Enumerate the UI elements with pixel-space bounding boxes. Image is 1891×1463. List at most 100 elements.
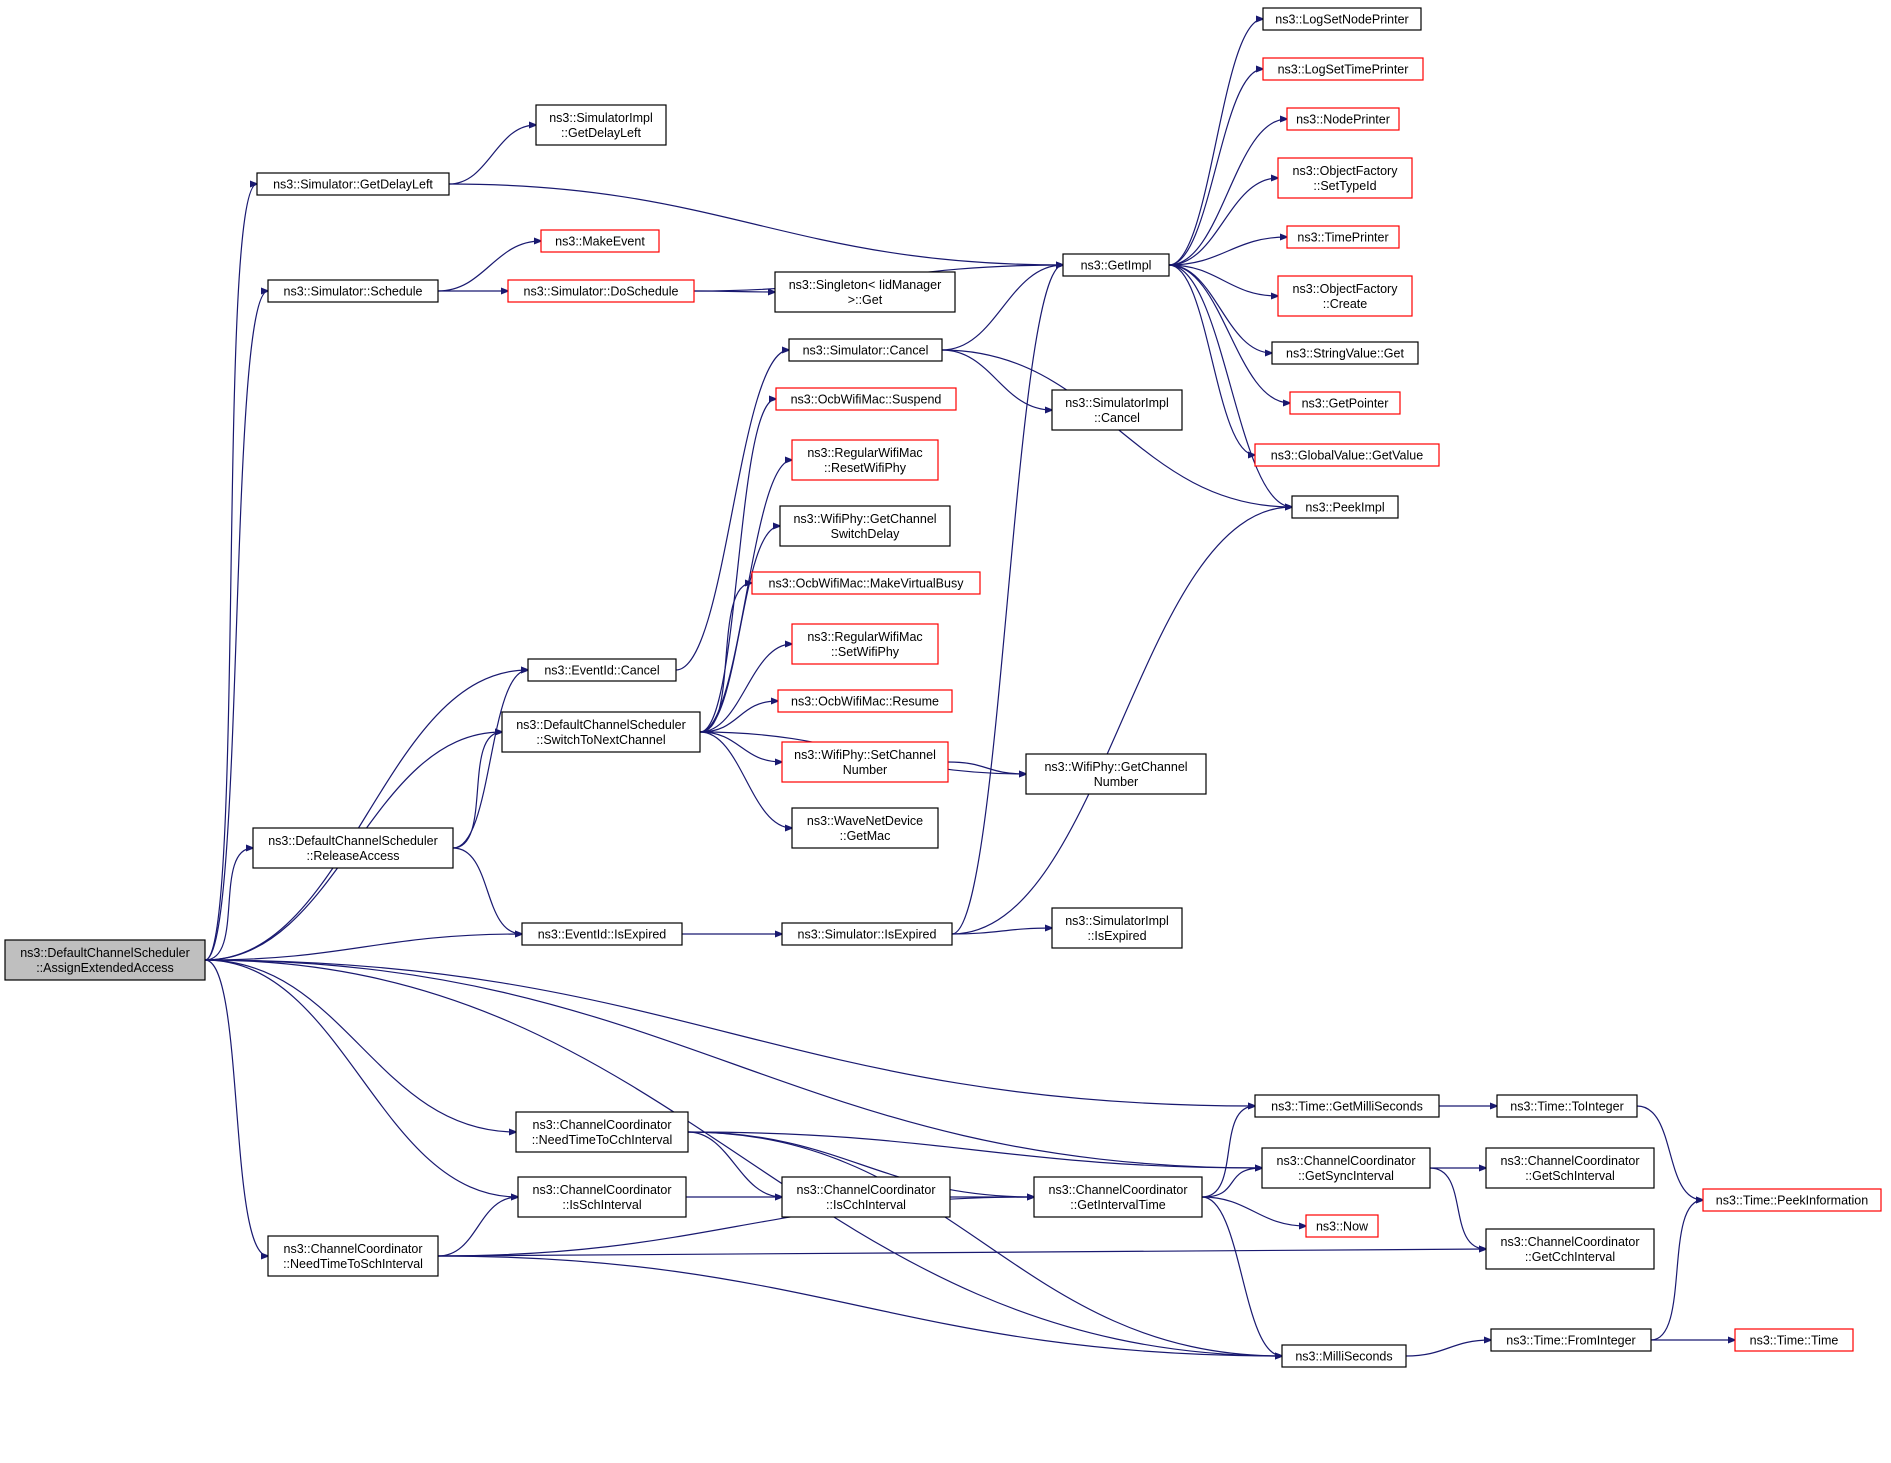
- node-label-line: ::SetWifiPhy: [831, 645, 900, 659]
- call-edge: [699, 731, 792, 828]
- call-edge: [1168, 119, 1287, 266]
- call-edge: [1168, 237, 1287, 266]
- node-label-line: ns3::SimulatorImpl: [1065, 396, 1169, 410]
- node-need-time-to-sch[interactable]: ns3::ChannelCoordinator::NeedTimeToSchIn…: [267, 1235, 439, 1277]
- call-edge: [1168, 264, 1278, 296]
- node-is-cch[interactable]: ns3::ChannelCoordinator::IsCchInterval: [781, 1176, 951, 1218]
- node-box: [1262, 57, 1424, 81]
- edge-switch-to-next-to-set-channel-number: [699, 731, 782, 762]
- node-get-cch-interval[interactable]: ns3::ChannelCoordinator::GetCchInterval: [1485, 1228, 1655, 1270]
- node-event-is-expired[interactable]: ns3::EventId::IsExpired: [521, 922, 683, 946]
- node-sim-impl-get-delay-left[interactable]: ns3::SimulatorImpl::GetDelayLeft: [535, 104, 667, 146]
- node-make-virtual-busy[interactable]: ns3::OcbWifiMac::MakeVirtualBusy: [751, 571, 981, 595]
- node-string-value-get[interactable]: ns3::StringValue::Get: [1271, 341, 1419, 365]
- node-wave-get-mac[interactable]: ns3::WaveNetDevice::GetMac: [791, 807, 939, 849]
- node-release-access[interactable]: ns3::DefaultChannelScheduler::ReleaseAcc…: [252, 827, 454, 869]
- node-sim-impl-cancel[interactable]: ns3::SimulatorImpl::Cancel: [1051, 389, 1183, 431]
- call-edge: [437, 1197, 518, 1257]
- node-now[interactable]: ns3::Now: [1305, 1214, 1379, 1238]
- node-label-line: ns3::OcbWifiMac::Resume: [791, 695, 939, 709]
- edge-need-time-to-cch-to-get-sync-interval: [687, 1131, 1262, 1168]
- node-box: [540, 229, 660, 253]
- node-of-set-type-id[interactable]: ns3::ObjectFactory::SetTypeId: [1277, 157, 1413, 199]
- node-label-line: ns3::SimulatorImpl: [1065, 914, 1169, 928]
- node-is-sch[interactable]: ns3::ChannelCoordinator::IsSchInterval: [517, 1176, 687, 1218]
- node-box: [1496, 1094, 1638, 1118]
- node-label-line: ns3::RegularWifiMac: [807, 630, 922, 644]
- node-sim-is-expired[interactable]: ns3::Simulator::IsExpired: [781, 922, 953, 946]
- node-box: [535, 104, 667, 146]
- node-label-line: ns3::WifiPhy::SetChannel: [794, 748, 936, 762]
- node-sim-impl-is-expired[interactable]: ns3::SimulatorImpl::IsExpired: [1051, 907, 1183, 949]
- node-of-create[interactable]: ns3::ObjectFactory::Create: [1277, 275, 1413, 317]
- call-edge: [1429, 1167, 1486, 1249]
- node-label-line: ::IsSchInterval: [562, 1198, 641, 1212]
- call-edge: [1201, 1196, 1282, 1356]
- node-do-schedule[interactable]: ns3::Simulator::DoSchedule: [507, 279, 695, 303]
- node-node-printer[interactable]: ns3::NodePrinter: [1286, 107, 1400, 131]
- node-time-time[interactable]: ns3::Time::Time: [1734, 1328, 1854, 1352]
- node-sim-get-delay-left[interactable]: ns3::Simulator::GetDelayLeft: [256, 172, 450, 196]
- edge-get-impl-to-get-pointer: [1168, 264, 1290, 403]
- node-box: [1051, 389, 1183, 431]
- node-peek-information[interactable]: ns3::Time::PeekInformation: [1702, 1188, 1882, 1212]
- call-edge: [699, 460, 792, 733]
- node-global-get-value[interactable]: ns3::GlobalValue::GetValue: [1254, 443, 1440, 467]
- node-singleton-get[interactable]: ns3::Singleton< IidManager>::Get: [774, 271, 956, 313]
- node-reset-wifi-phy[interactable]: ns3::RegularWifiMac::ResetWifiPhy: [791, 439, 939, 481]
- node-box: [775, 387, 957, 411]
- call-edge: [204, 959, 518, 1197]
- node-get-milli-seconds[interactable]: ns3::Time::GetMilliSeconds: [1254, 1094, 1440, 1118]
- node-get-pointer[interactable]: ns3::GetPointer: [1289, 391, 1401, 415]
- node-get-sch-interval[interactable]: ns3::ChannelCoordinator::GetSchInterval: [1485, 1147, 1655, 1189]
- node-need-time-to-cch[interactable]: ns3::ChannelCoordinator::NeedTimeToCchIn…: [515, 1111, 689, 1153]
- edge-event-cancel-to-sim-cancel: [675, 350, 789, 671]
- node-root[interactable]: ns3::DefaultChannelScheduler::AssignExte…: [4, 939, 206, 981]
- edge-root-to-need-time-to-sch: [204, 959, 268, 1256]
- node-log-set-node-printer[interactable]: ns3::LogSetNodePrinter: [1262, 7, 1422, 31]
- node-label-line: ns3::Time::ToInteger: [1510, 1100, 1623, 1114]
- edge-need-time-to-cch-to-is-cch: [687, 1131, 782, 1197]
- node-box: [1286, 225, 1400, 249]
- node-time-printer[interactable]: ns3::TimePrinter: [1286, 225, 1400, 249]
- node-box: [791, 807, 939, 849]
- call-edge: [699, 701, 778, 733]
- node-label-line: ns3::WaveNetDevice: [807, 814, 923, 828]
- edge-root-to-event-cancel: [204, 670, 528, 961]
- node-label-line: ns3::ChannelCoordinator: [1501, 1154, 1640, 1168]
- node-to-integer[interactable]: ns3::Time::ToInteger: [1496, 1094, 1638, 1118]
- node-box: [1485, 1228, 1655, 1270]
- node-sim-cancel[interactable]: ns3::Simulator::Cancel: [788, 338, 943, 362]
- node-event-cancel[interactable]: ns3::EventId::Cancel: [527, 658, 677, 682]
- edge-get-impl-to-global-get-value: [1168, 264, 1255, 455]
- edge-switch-to-next-to-reset-wifi-phy: [699, 460, 792, 733]
- node-ocb-suspend[interactable]: ns3::OcbWifiMac::Suspend: [775, 387, 957, 411]
- node-make-event[interactable]: ns3::MakeEvent: [540, 229, 660, 253]
- node-box: [4, 939, 206, 981]
- call-edge: [699, 731, 782, 762]
- node-label-line: ns3::ChannelCoordinator: [533, 1183, 672, 1197]
- node-get-impl[interactable]: ns3::GetImpl: [1062, 253, 1170, 277]
- node-ocb-resume[interactable]: ns3::OcbWifiMac::Resume: [777, 689, 953, 713]
- node-switch-to-next[interactable]: ns3::DefaultChannelScheduler::SwitchToNe…: [501, 711, 701, 753]
- node-box: [267, 1235, 439, 1277]
- edge-switch-to-next-to-ocb-suspend: [699, 399, 776, 733]
- node-peek-impl[interactable]: ns3::PeekImpl: [1291, 495, 1399, 519]
- node-milli-seconds[interactable]: ns3::MilliSeconds: [1281, 1344, 1407, 1368]
- node-log-set-time-printer[interactable]: ns3::LogSetTimePrinter: [1262, 57, 1424, 81]
- node-box: [1286, 107, 1400, 131]
- node-get-interval-time[interactable]: ns3::ChannelCoordinator::GetIntervalTime: [1033, 1176, 1203, 1218]
- node-box: [781, 1176, 951, 1218]
- node-sim-schedule[interactable]: ns3::Simulator::Schedule: [267, 279, 439, 303]
- edge-get-interval-time-to-milli-seconds: [1201, 1196, 1282, 1356]
- node-from-integer[interactable]: ns3::Time::FromInteger: [1490, 1328, 1652, 1352]
- node-box: [1305, 1214, 1379, 1238]
- node-label-line: ::GetIntervalTime: [1070, 1198, 1165, 1212]
- node-get-sync-interval[interactable]: ns3::ChannelCoordinator::GetSyncInterval: [1261, 1147, 1431, 1189]
- edge-release-access-to-switch-to-next: [452, 732, 502, 849]
- node-set-wifi-phy[interactable]: ns3::RegularWifiMac::SetWifiPhy: [791, 623, 939, 665]
